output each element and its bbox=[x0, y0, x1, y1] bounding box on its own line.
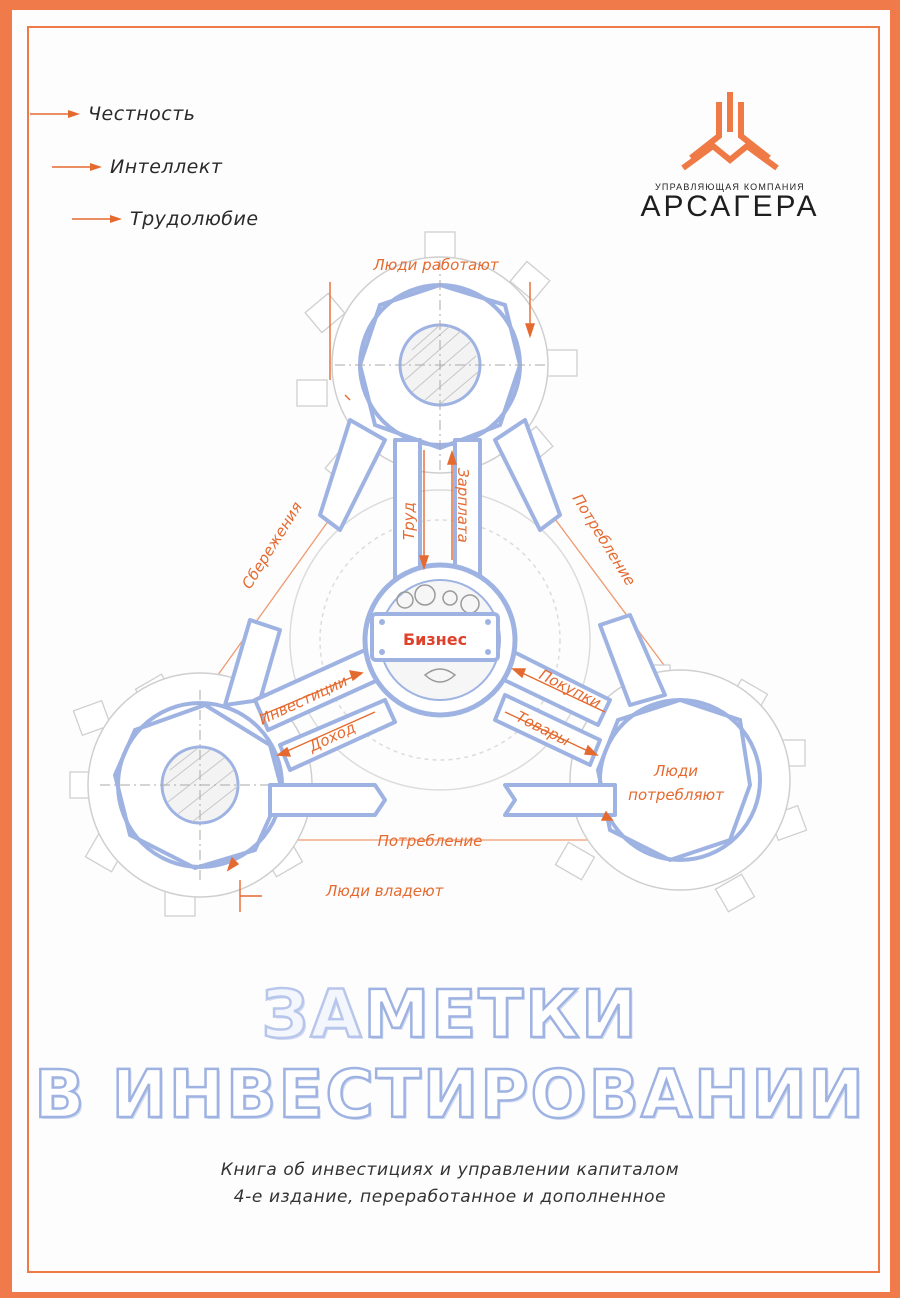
value-label: Трудолюбие bbox=[130, 208, 259, 230]
arrow-right-icon bbox=[30, 110, 80, 118]
arrow-right-icon bbox=[72, 215, 122, 223]
book-title: ЗАМЕТКИ В ИНВЕСТИРОВАНИИ bbox=[0, 975, 900, 1135]
logo-subtitle: УПРАВЛЯЮЩАЯ КОМПАНИЯ bbox=[654, 182, 805, 192]
value-item-honesty: Честность bbox=[30, 101, 196, 127]
subtitle-line-2: 4-е издание, переработанное и дополненно… bbox=[233, 1187, 667, 1207]
title-accent: ЗА bbox=[260, 975, 364, 1055]
savings-label: Сбережения bbox=[238, 499, 306, 593]
arsagera-logo-icon bbox=[681, 92, 779, 171]
logo-name: АРСАГЕРА bbox=[640, 190, 820, 223]
arrow-right-icon bbox=[52, 163, 102, 171]
labor-label: Труд bbox=[400, 502, 418, 540]
left-gear bbox=[69, 672, 313, 917]
value-label: Интеллект bbox=[110, 156, 223, 178]
left-gear-label: Люди владеют bbox=[325, 882, 445, 900]
value-item-diligence: Трудолюбие bbox=[72, 206, 259, 232]
title-line-2: В ИНВЕСТИРОВАНИИ bbox=[33, 1055, 866, 1135]
title-line-1: ЗАМЕТКИ bbox=[0, 975, 900, 1055]
book-subtitle: Книга об инвестициях и управлении капита… bbox=[0, 1157, 900, 1211]
consumption-right-label: Потребление bbox=[569, 491, 640, 589]
cover-frame bbox=[27, 26, 880, 1273]
flow-arrows bbox=[226, 282, 614, 912]
economy-gears-diagram: Бизнес Люди работают Люди владеют Люди п… bbox=[69, 231, 808, 917]
subtitle-line-1: Книга об инвестициях и управлении капита… bbox=[220, 1160, 680, 1180]
right-gear-label-line2: потребляют bbox=[628, 786, 725, 804]
value-item-intellect: Интеллект bbox=[52, 154, 222, 180]
value-label: Честность bbox=[88, 103, 196, 125]
top-gear-label: Люди работают bbox=[372, 256, 499, 274]
consumption-bottom-label: Потребление bbox=[378, 832, 483, 850]
title-line-1-rest: МЕТКИ bbox=[362, 975, 639, 1055]
background-gear bbox=[289, 489, 591, 791]
center-label: Бизнес bbox=[403, 630, 467, 649]
salary-label: Зарплата bbox=[454, 468, 472, 543]
company-logo: УПРАВЛЯЮЩАЯ КОМПАНИЯ АРСАГЕРА bbox=[640, 88, 820, 224]
right-gear-label-line1: Люди bbox=[653, 762, 698, 780]
business-hub: Бизнес bbox=[362, 562, 518, 718]
